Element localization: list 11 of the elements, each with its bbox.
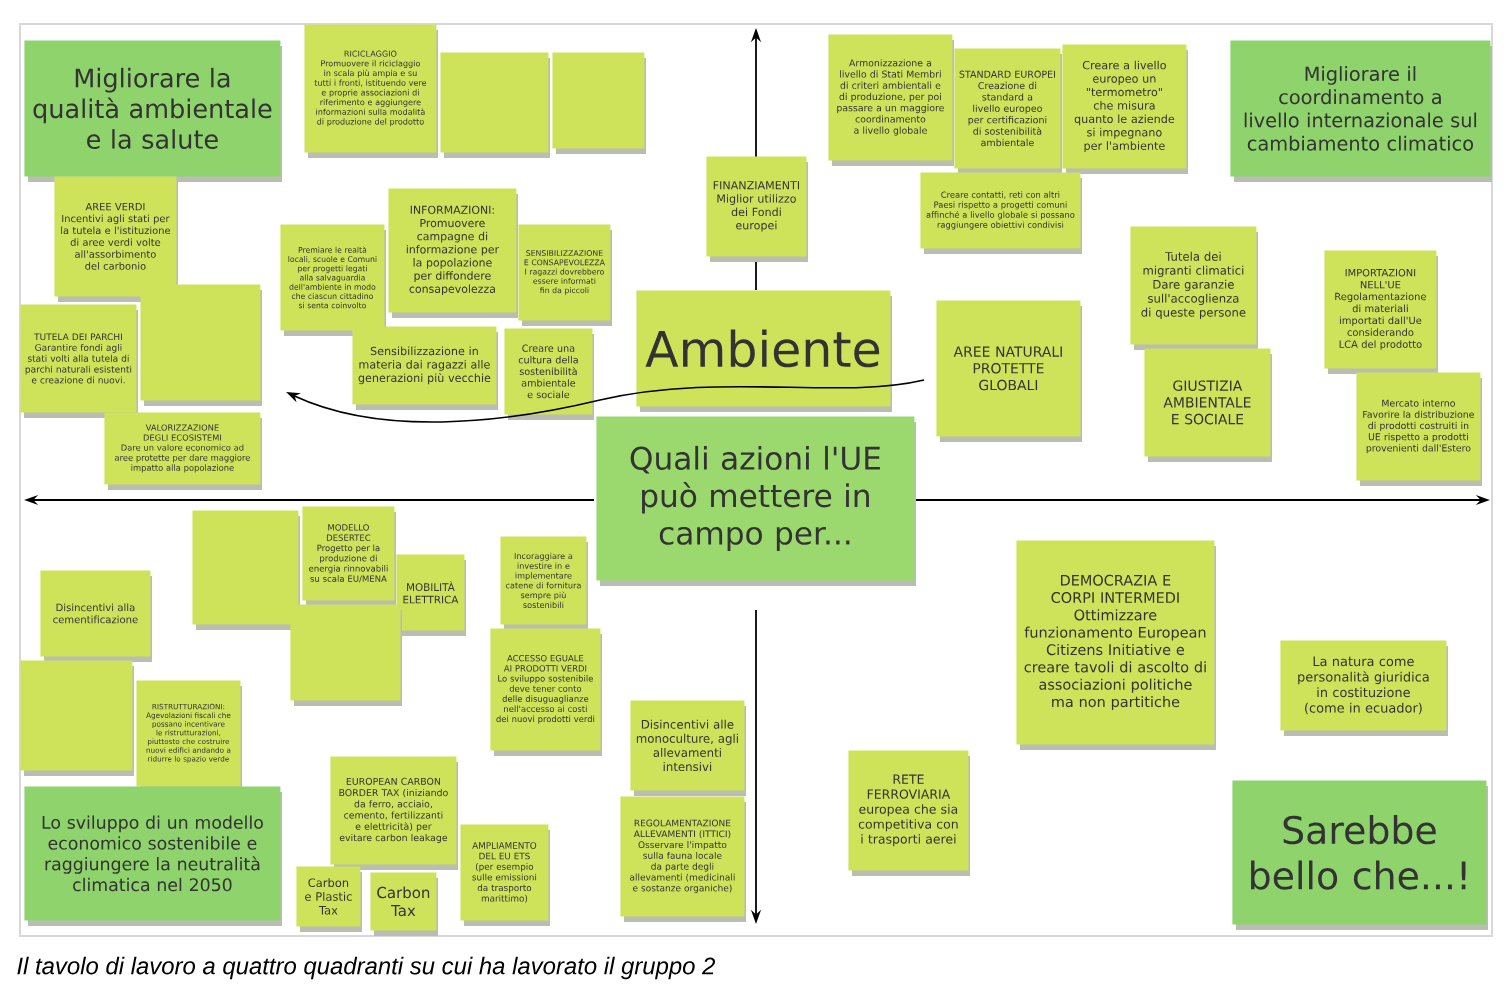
sticky-note: Quali azioni l'UE può mettere in campo per...: [596, 416, 916, 586]
sticky-note: Sarebbe bello che...!: [1232, 780, 1488, 930]
sticky-note: [552, 52, 646, 154]
sticky-note: Migliorare il coordinamento a livello internazionale sul cambiamento climatico: [1230, 40, 1492, 182]
sticky-note: [440, 52, 550, 158]
sticky-note: [192, 510, 300, 630]
sticky-note: [140, 284, 262, 406]
caption: Il tavolo di lavoro a quattro quadranti su cui ha lavorato il gruppo 2: [17, 956, 716, 980]
sticky-note: [20, 660, 134, 776]
sticky-note: Ambiente: [636, 290, 892, 412]
sticky-note: [290, 604, 402, 706]
